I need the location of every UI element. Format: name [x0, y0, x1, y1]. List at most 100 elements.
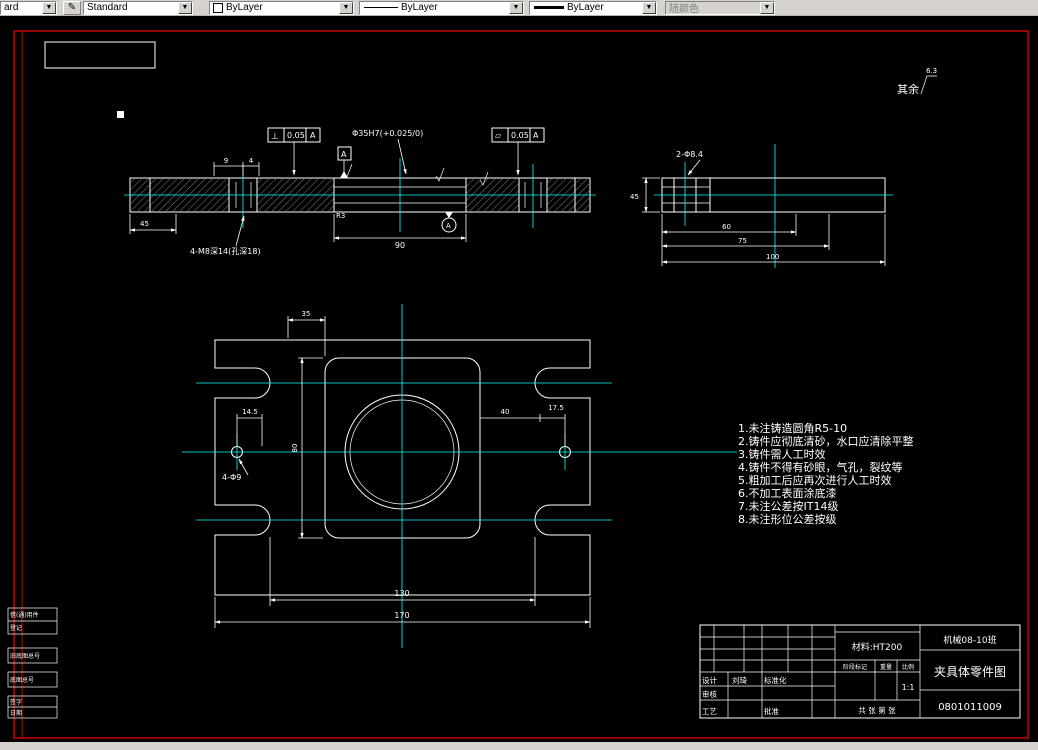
datum-letter: A [341, 150, 347, 159]
color-swatch-icon [213, 2, 223, 13]
dim-label: 9 [224, 157, 228, 165]
stage-label: 阶段标记 [843, 663, 867, 671]
main-view: 35 14.5 40 17.5 80 4-Φ9 130 170 [182, 304, 737, 648]
note-line: 7.未注公差按IT14级 [738, 499, 838, 513]
gdt-datum: A [533, 131, 539, 140]
gdt-frame-flatness: ▱ 0.05 A [491, 127, 545, 176]
sheet-label-box [44, 41, 156, 69]
roughness-symbol-icon [920, 75, 937, 95]
lineweight-combo[interactable]: ByLayer ▼ [529, 0, 657, 15]
chevron-down-icon[interactable]: ▼ [509, 1, 523, 14]
gdt-value: 0.05 [287, 131, 305, 140]
margin-label: 登记 [10, 624, 22, 632]
check-label: 审核 [702, 689, 717, 699]
datum-target: A [441, 212, 457, 233]
dim-label: 75 [738, 237, 747, 245]
margin-label: 签字 [10, 698, 22, 706]
hole-callout: 2-Φ8.4 [676, 150, 703, 159]
section-centerlines [124, 158, 596, 232]
margin-label: 旧底图总号 [10, 652, 40, 660]
text-style-combo[interactable]: Standard ▼ [83, 0, 193, 15]
drawing-canvas[interactable]: 其余 6.3 [0, 16, 1038, 742]
dim-label: 90 [395, 241, 405, 250]
title-block: 机械08-10班 夹具体零件图 0801011009 材料:HT200 阶段标记… [699, 624, 1021, 719]
dim-label: 130 [394, 589, 409, 598]
dim-label: 35 [302, 310, 311, 318]
chevron-down-icon[interactable]: ▼ [642, 1, 656, 14]
margin-label: 底图总号 [10, 676, 34, 684]
note-line: 6.不加工表面涂底漆 [738, 486, 837, 500]
sheet-count: 共 张 第 张 [858, 705, 896, 715]
dim-label: 80 [291, 444, 299, 453]
drawing-number: 0801011009 [938, 702, 1002, 713]
lineweight-value: ByLayer [567, 2, 604, 13]
note-line: 4.铸件不得有砂眼，气孔，裂纹等 [738, 460, 903, 474]
dim-label: 45 [140, 220, 149, 228]
dim-label: 40 [501, 408, 510, 416]
process-label: 工艺 [702, 707, 717, 716]
linetype-value: ByLayer [401, 2, 438, 13]
linetype-sample-icon [364, 7, 398, 8]
design-label: 设计 [702, 675, 717, 685]
sheet-frame [13, 30, 1029, 739]
surface-finish-icon [343, 163, 353, 178]
standardization-label: 标准化 [764, 675, 787, 685]
dim-label: 60 [722, 223, 731, 231]
lineweight-sample-icon [534, 6, 564, 9]
designer-name: 刘琦 [732, 675, 747, 685]
color-combo[interactable]: ByLayer ▼ [209, 0, 354, 15]
gdt-symbol: ⊥ [271, 132, 279, 142]
dim-label: 17.5 [548, 404, 564, 412]
surface-note-label: 其余 [897, 82, 919, 96]
thread-callout: 4-M8深14(孔深18) [190, 247, 261, 256]
grip-point[interactable] [117, 111, 124, 118]
org-name: 机械08-10班 [943, 634, 996, 646]
surface-roughness-note: 其余 6.3 [897, 67, 937, 96]
dimstyle-value: ard [4, 2, 19, 13]
side-centerlines [654, 144, 893, 268]
technical-notes: 1.未注铸造圆角R5-10 2.铸件应彻底清砂，水口应清除平整 3.铸件需人工时… [738, 421, 914, 526]
gdt-symbol: ▱ [495, 131, 502, 140]
text-style-icon: ✎ [67, 2, 77, 13]
weight-label: 重量 [880, 663, 892, 671]
section-view: 9 4 ⊥ 0.05 A Φ35H7(+0.025/0) A ▱ 0. [124, 127, 596, 256]
hole-callout: 4-Φ9 [222, 473, 241, 482]
status-strip [0, 742, 1038, 750]
margin-blocks: 借(通)用件 登记 旧底图总号 底图总号 签字 日期 [7, 607, 58, 719]
bore-callout: Φ35H7(+0.025/0) [352, 129, 423, 138]
note-line: 5.粗加工后应再次进行人工时效 [738, 473, 892, 487]
linetype-combo[interactable]: ByLayer ▼ [359, 0, 524, 15]
text-style-button[interactable]: ✎ [63, 0, 81, 15]
chevron-down-icon[interactable]: ▼ [339, 1, 353, 14]
cad-drawing: 其余 6.3 [7, 30, 1029, 739]
datum-letter: A [446, 222, 451, 230]
gdt-value: 0.05 [511, 131, 529, 140]
surface-finish-icon [435, 167, 445, 182]
margin-label: 日期 [10, 709, 22, 717]
dim-label: 14.5 [242, 408, 258, 416]
surface-finish-icon [479, 171, 489, 186]
plotstyle-combo: 随颜色 ▼ [665, 0, 775, 15]
dim-label: 170 [394, 611, 409, 620]
chevron-down-icon: ▼ [760, 1, 774, 14]
drawing-title: 夹具体零件图 [934, 665, 1006, 679]
chevron-down-icon[interactable]: ▼ [178, 1, 192, 14]
color-value: ByLayer [226, 2, 263, 13]
main-centerlines [182, 304, 737, 648]
note-line: 3.铸件需人工时效 [738, 447, 826, 461]
gdt-datum: A [310, 131, 316, 140]
datum-flag: A [337, 146, 352, 178]
chevron-down-icon[interactable]: ▼ [42, 1, 56, 14]
text-style-value: Standard [87, 2, 128, 13]
note-line: 1.未注铸造圆角R5-10 [738, 421, 847, 435]
scale-label: 比例 [902, 663, 914, 671]
dim-label: 45 [630, 193, 639, 201]
scale-value: 1:1 [902, 683, 915, 692]
material-spec: 材料:HT200 [852, 641, 903, 653]
surface-note-value: 6.3 [926, 67, 937, 75]
dimstyle-combo[interactable]: ard ▼ [0, 0, 57, 15]
gdt-frame-perpendicularity: ⊥ 0.05 A [267, 127, 321, 176]
side-view: 2-Φ8.4 45 60 75 100 [630, 144, 893, 268]
dim-label: 4 [249, 157, 254, 165]
note-line: 2.铸件应彻底清砂，水口应清除平整 [738, 434, 914, 448]
